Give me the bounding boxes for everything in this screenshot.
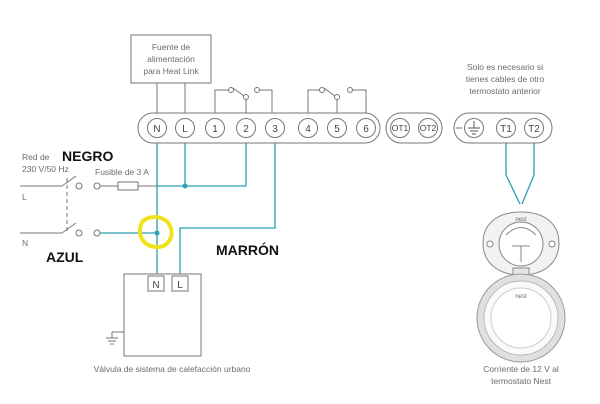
power-box-line3: para Heat Link — [143, 66, 199, 76]
label-azul: AZUL — [46, 249, 84, 265]
terminal-strip-main: N L 1 2 3 4 5 6 — [137, 112, 381, 144]
svg-text:4: 4 — [305, 124, 311, 135]
svg-text:L: L — [22, 192, 27, 202]
svg-text:N: N — [153, 124, 160, 135]
terminal-strip-right: T1 T2 — [453, 112, 553, 144]
terminal-ground[interactable] — [464, 118, 484, 138]
terminal-1[interactable]: 1 — [205, 118, 225, 138]
svg-text:Red de: Red de — [22, 152, 50, 162]
svg-text:5: 5 — [334, 124, 340, 135]
terminal-4[interactable]: 4 — [298, 118, 318, 138]
valve-terminal-l: L — [177, 280, 183, 291]
label-negro: NEGRO — [62, 148, 113, 164]
isolator-switch — [20, 175, 101, 237]
mains-label: Red de 230 V/50 Hz L N — [22, 152, 69, 248]
thermostat-base: nest — [482, 211, 560, 276]
ground-icon — [468, 121, 480, 135]
terminal-ot2[interactable]: OT2 — [418, 118, 438, 138]
fuse-label: Fusible de 3 A — [95, 167, 149, 177]
power-box-line1: Fuente de — [152, 42, 191, 52]
power-box-line2: alimentación — [147, 54, 195, 64]
junction-dot-l — [182, 183, 188, 189]
svg-text:1: 1 — [212, 124, 218, 135]
terminal-strip-ot: OT1 OT2 — [385, 112, 443, 144]
svg-text:6: 6 — [363, 124, 369, 135]
junction-dot-n — [154, 230, 160, 236]
highlight-circle — [137, 215, 174, 250]
svg-text:termostato anterior: termostato anterior — [469, 86, 541, 96]
svg-text:2: 2 — [243, 124, 249, 135]
thermostat-caption1: Corriente de 12 V al — [483, 364, 559, 374]
thermostat-display: nest — [476, 267, 566, 363]
valve-ground-icon — [106, 331, 124, 345]
relay-switch-1 — [214, 87, 273, 114]
svg-text:OT2: OT2 — [420, 123, 437, 133]
terminal-5[interactable]: 5 — [327, 118, 347, 138]
label-marron: MARRÓN — [216, 241, 279, 258]
svg-text:230 V/50 Hz: 230 V/50 Hz — [22, 164, 69, 174]
note-text: Solo es necesario si tienes cables de ot… — [466, 62, 545, 96]
terminal-6[interactable]: 6 — [356, 118, 376, 138]
svg-text:T2: T2 — [528, 124, 540, 135]
svg-text:N: N — [22, 238, 28, 248]
valve-caption: Válvula de sistema de calefacción urbano — [94, 364, 251, 374]
terminal-3[interactable]: 3 — [265, 118, 285, 138]
svg-text:OT1: OT1 — [392, 123, 409, 133]
nest-brand-small: nest — [515, 294, 527, 300]
terminal-t1[interactable]: T1 — [496, 118, 516, 138]
power-supply-box: Fuente de alimentación para Heat Link — [130, 34, 212, 84]
terminal-t2[interactable]: T2 — [524, 118, 544, 138]
terminal-2[interactable]: 2 — [236, 118, 256, 138]
valve-box: N L — [106, 273, 202, 357]
terminal-n[interactable]: N — [147, 118, 167, 138]
svg-text:L: L — [182, 124, 188, 135]
nest-brand: nest — [515, 217, 527, 223]
relay-switch-2 — [307, 87, 367, 114]
svg-text:Solo es necesario si: Solo es necesario si — [467, 62, 543, 72]
svg-text:T1: T1 — [500, 124, 512, 135]
terminal-ot1[interactable]: OT1 — [390, 118, 410, 138]
wires — [100, 143, 535, 276]
svg-text:3: 3 — [272, 124, 278, 135]
thermostat-caption2: termostato Nest — [491, 376, 552, 386]
svg-text:tienes cables de otro: tienes cables de otro — [466, 74, 545, 84]
terminal-l[interactable]: L — [175, 118, 195, 138]
fuse: Fusible de 3 A — [95, 167, 158, 191]
valve-terminal-n: N — [152, 280, 159, 291]
